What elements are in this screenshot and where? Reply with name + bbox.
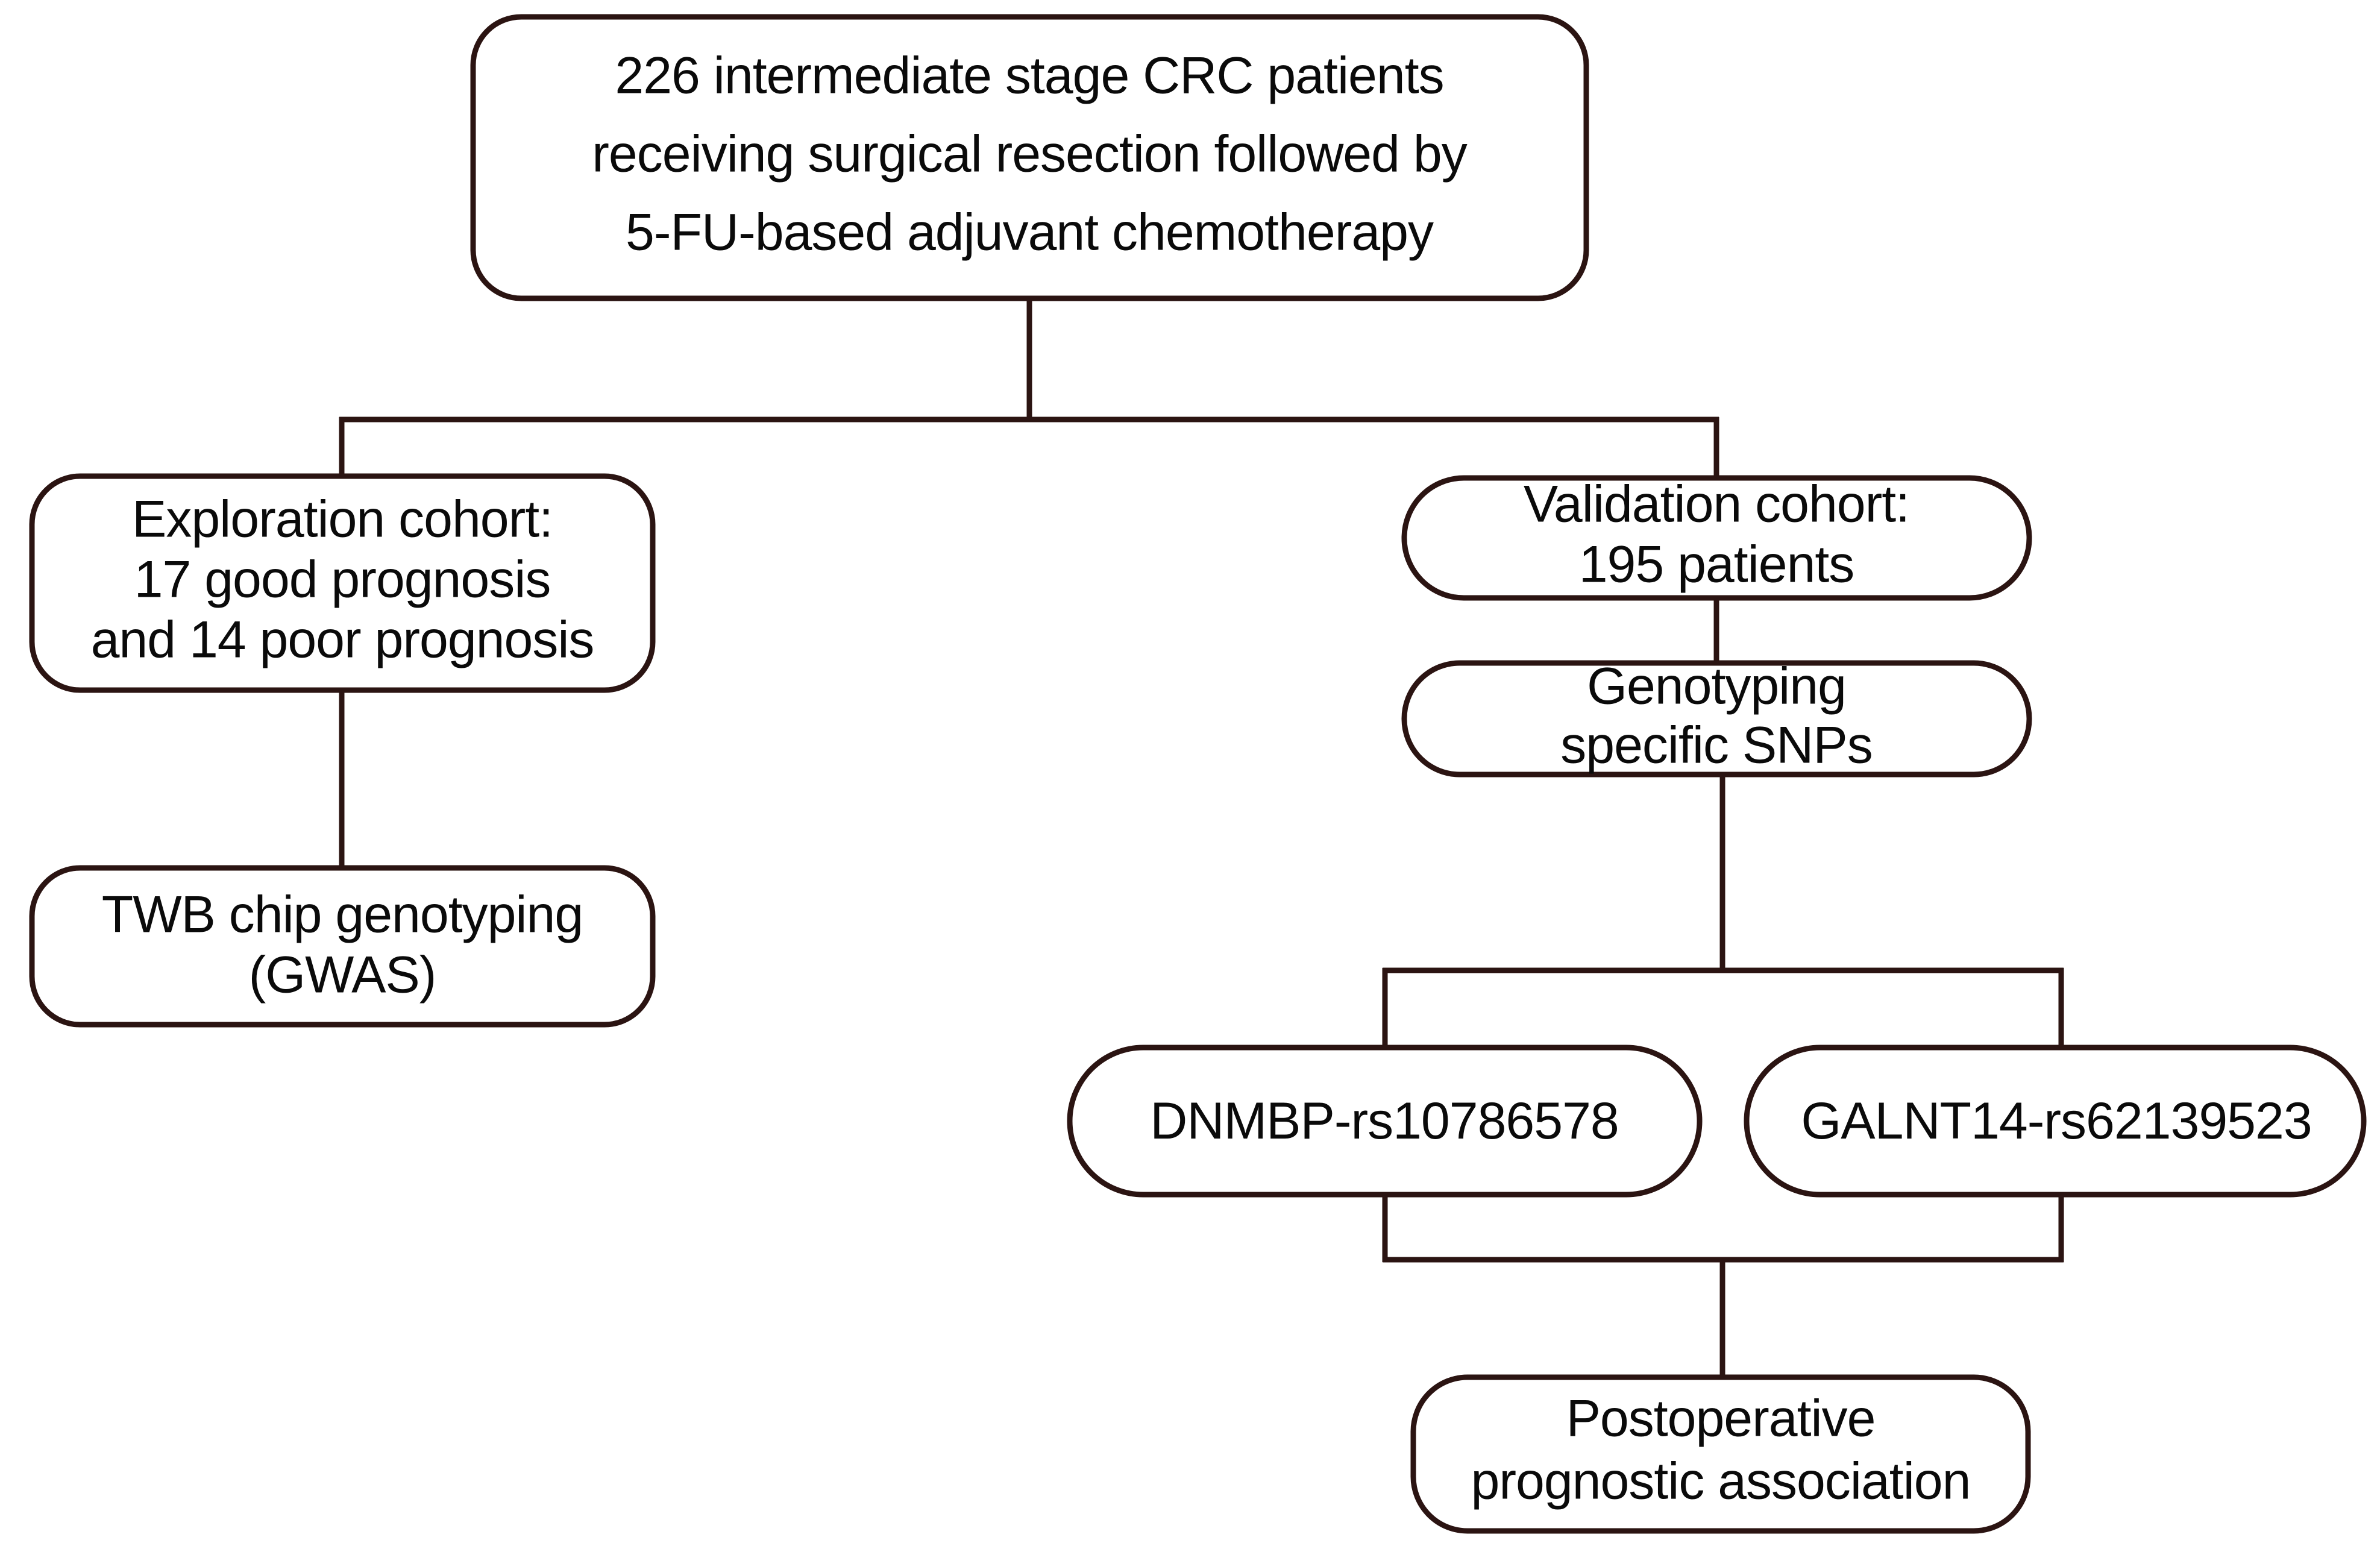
twb-chip-genotyping-node: TWB chip genotyping (GWAS): [29, 865, 656, 1028]
postoperative-prognostic-association-node: Postoperative prognostic association: [1410, 1374, 2031, 1534]
genotyping-snps-line-2: specific SNPs: [1560, 717, 1873, 774]
twb-chip-genotyping-box: [29, 865, 656, 1028]
total-cohort-line-3: 5-FU-based adjuvant chemotherapy: [626, 204, 1434, 262]
genotyping-specific-snps-box: [1401, 660, 2032, 778]
exploration-cohort-line-3: and 14 poor prognosis: [91, 611, 594, 669]
validation-cohort-line-2: 195 patients: [1579, 536, 1854, 594]
snp-dnmbp-box: [1067, 1045, 1703, 1198]
postoperative-line-2: prognostic association: [1471, 1453, 1971, 1510]
twb-genotyping-line-2: (GWAS): [249, 946, 436, 1004]
genotyping-snps-line-1: Genotyping: [1587, 658, 1846, 715]
validation-cohort-box: [1401, 475, 2032, 601]
snp-galnt14-box: [1744, 1045, 2367, 1198]
total-cohort-line-1: 226 intermediate stage CRC patients: [615, 47, 1443, 105]
snp-dnmbp-variant: -rs10786578: [1334, 1092, 1619, 1150]
snp-galnt14-node: GALNT14-rs62139523: [1744, 1045, 2367, 1198]
genotyping-specific-snps-node: Genotyping specific SNPs: [1401, 658, 2032, 778]
connector-layer: [339, 300, 2064, 1377]
snp-dnmbp-node: DNMBP-rs10786578: [1067, 1045, 1703, 1198]
exploration-cohort-node: Exploration cohort: 17 good prognosis an…: [29, 473, 656, 693]
twb-genotyping-line-1: TWB chip genotyping: [102, 886, 583, 944]
total-cohort-box: [470, 14, 1589, 301]
snp-galnt14-gene: GALNT14: [1801, 1092, 2027, 1150]
validation-cohort-node: Validation cohort: 195 patients: [1401, 475, 2032, 601]
exploration-cohort-line-1: Exploration cohort:: [132, 491, 553, 548]
total-cohort-line-2: receiving surgical resection followed by: [592, 125, 1467, 183]
snp-galnt14-label: GALNT14-rs62139523: [1801, 1092, 2311, 1150]
validation-cohort-line-1: Validation cohort:: [1524, 476, 1909, 533]
postoperative-line-1: Postoperative: [1566, 1390, 1876, 1448]
snp-dnmbp-gene: DNMBP: [1150, 1092, 1334, 1150]
snp-dnmbp-label: DNMBP-rs10786578: [1150, 1092, 1619, 1150]
exploration-cohort-line-2: 17 good prognosis: [134, 551, 551, 609]
snp-galnt14-variant: -rs62139523: [2027, 1092, 2312, 1150]
postoperative-prognostic-association-box: [1410, 1374, 2031, 1534]
exploration-cohort-box: [29, 473, 656, 693]
total-cohort-node: 226 intermediate stage CRC patients rece…: [470, 14, 1589, 301]
